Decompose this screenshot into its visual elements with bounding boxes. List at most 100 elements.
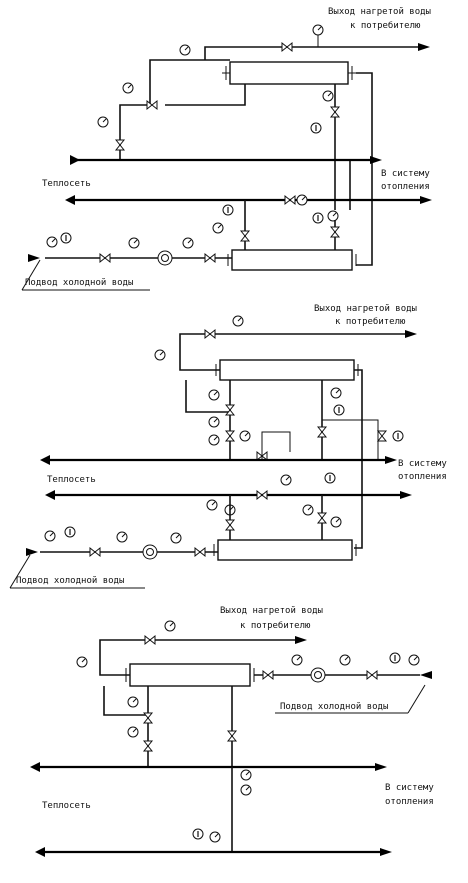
cold-label: Подвод холодной воды: [16, 576, 124, 586]
gauge-icon: [408, 654, 420, 666]
valve-icon: [227, 730, 237, 742]
valve-icon: [366, 670, 378, 680]
gauge-icon: [127, 696, 139, 708]
arrow-icon: [26, 548, 38, 556]
arrow-icon: [35, 847, 45, 857]
gauge-icon: [122, 82, 134, 94]
thermometer-icon: [310, 122, 322, 134]
cold-label: Подвод холодной воды: [280, 702, 388, 712]
outlet-label-line1: Выход нагретой воды: [220, 606, 323, 616]
gauge-icon: [239, 430, 251, 442]
valve-icon: [225, 519, 235, 531]
gauge-icon: [209, 831, 221, 843]
water-meter-icon: [157, 250, 173, 266]
heat-exchanger-upper: [229, 61, 349, 85]
arrow-icon: [295, 636, 307, 644]
thermometer-icon: [312, 212, 324, 224]
outlet-label-line1: Выход нагретой воды: [328, 7, 431, 17]
valve-icon: [115, 139, 125, 151]
heat-exchanger-upper: [219, 359, 355, 381]
gauge-icon: [127, 726, 139, 738]
valve-icon: [99, 253, 111, 263]
thermometer-icon: [60, 232, 72, 244]
gauge-icon: [44, 530, 56, 542]
arrow-icon: [30, 762, 40, 772]
arrow-icon: [65, 195, 75, 205]
diagram-2: Выход нагретой воды к потребителю: [9, 304, 447, 589]
check-valve-icon: [262, 670, 274, 680]
gauge-icon: [330, 387, 342, 399]
heating-label-line2: отопления: [385, 797, 434, 807]
gauge-icon: [128, 237, 140, 249]
arrow-icon: [380, 848, 392, 856]
gauge-icon: [164, 620, 176, 632]
gauge-icon: [76, 656, 88, 668]
arrow-icon: [418, 43, 430, 51]
arrow-icon: [40, 455, 50, 465]
outlet-label-line2: к потребителю: [240, 620, 311, 631]
valve-icon: [204, 329, 216, 339]
gauge-icon: [330, 516, 342, 528]
gauge-icon: [291, 654, 303, 666]
gauge-icon: [327, 210, 339, 222]
check-valve-icon: [194, 547, 206, 557]
outlet-label-line2: к потребителю: [350, 20, 421, 31]
outlet-label-line2: к потребителю: [335, 316, 406, 327]
heating-label-line1: В систему: [381, 169, 430, 179]
gauge-icon: [46, 236, 58, 248]
gauge-icon: [154, 349, 166, 361]
outlet-label-line1: Выход нагретой воды: [314, 304, 417, 314]
arrow-icon: [400, 491, 412, 499]
water-meter-icon: [310, 667, 326, 683]
gauge-icon: [208, 416, 220, 428]
network-label: Теплосеть: [47, 475, 96, 485]
arrow-icon: [45, 490, 55, 500]
valve-icon: [330, 106, 340, 118]
thermometer-icon: [64, 526, 76, 538]
heating-label-line1: В систему: [398, 459, 447, 469]
cold-label: Подвод холодной воды: [25, 278, 133, 288]
gauge-icon: [206, 499, 218, 511]
gauge-icon: [170, 532, 182, 544]
valve-icon: [317, 512, 327, 524]
valve-icon: [377, 430, 387, 442]
thermometer-icon: [333, 404, 345, 416]
thermometer-icon: [324, 472, 336, 484]
valve-icon: [225, 404, 235, 416]
gauge-icon: [179, 44, 191, 56]
arrow-icon: [370, 156, 382, 164]
valve-icon: [240, 230, 250, 242]
network-label: Теплосеть: [42, 801, 91, 811]
gauge-icon: [182, 237, 194, 249]
gauge-icon: [208, 434, 220, 446]
arrow-icon: [28, 254, 40, 262]
heat-exchanger: [129, 663, 251, 687]
thermometer-icon: [392, 430, 404, 442]
gauge-icon: [212, 222, 224, 234]
gauge-icon: [240, 769, 252, 781]
valve-icon: [225, 430, 235, 442]
valve-icon: [284, 195, 296, 205]
gauge-icon: [116, 531, 128, 543]
gauge-icon: [312, 24, 324, 36]
valve-icon: [143, 712, 153, 724]
arrow-icon: [385, 456, 397, 464]
arrow-icon: [420, 671, 432, 679]
arrow-icon: [375, 763, 387, 771]
valve-icon: [89, 547, 101, 557]
gauge-icon: [208, 389, 220, 401]
gauge-icon: [296, 194, 308, 206]
gauge-icon: [280, 474, 292, 486]
valve-icon: [256, 490, 268, 500]
heat-exchanger-lower: [217, 539, 353, 561]
gauge-icon: [339, 654, 351, 666]
valve-icon: [144, 635, 156, 645]
thermometer-icon: [389, 652, 401, 664]
heating-label-line2: отопления: [381, 182, 430, 192]
water-meter-icon: [142, 544, 158, 560]
gauge-icon: [302, 504, 314, 516]
valve-icon: [146, 100, 158, 110]
valve-icon: [143, 740, 153, 752]
arrow-icon: [70, 155, 80, 165]
